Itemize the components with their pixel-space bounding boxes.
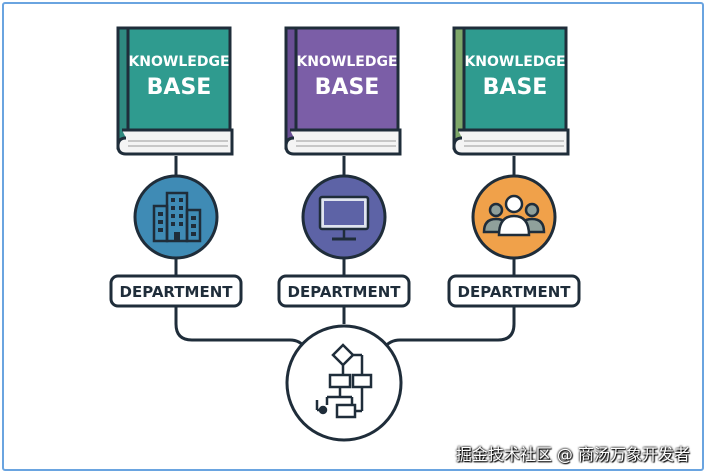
book-title-line1: KNOWLEDGE — [464, 54, 565, 70]
book-title-line1: KNOWLEDGE — [296, 54, 397, 70]
watermark-text: 掘金技术社区 @ 商汤万象开发者 — [455, 445, 690, 464]
book-title-line2: BASE — [483, 75, 548, 100]
knowledge-base-book-3: KNOWLEDGE BASE — [452, 26, 570, 156]
book-pages-2 — [284, 128, 402, 156]
connector-dept3-hub — [382, 306, 516, 349]
office-building-icon — [152, 191, 202, 243]
book-pages-1 — [116, 128, 234, 156]
book-pages-3 — [452, 128, 570, 156]
department-label-text: DEPARTMENT — [120, 283, 234, 301]
people-group-icon — [482, 194, 546, 237]
flowchart-icon — [315, 343, 373, 419]
book-title-line1: KNOWLEDGE — [128, 54, 229, 70]
department-circle-2 — [301, 174, 387, 260]
book-title-line2: BASE — [147, 75, 212, 100]
central-hub — [285, 324, 403, 442]
book-title-line2: BASE — [315, 75, 380, 100]
department-circle-1 — [133, 174, 219, 260]
department-label-3: DEPARTMENT — [447, 274, 581, 308]
department-label-text: DEPARTMENT — [288, 283, 402, 301]
computer-monitor-icon — [318, 195, 370, 241]
department-label-2: DEPARTMENT — [277, 274, 411, 308]
knowledge-base-book-2: KNOWLEDGE BASE — [284, 26, 402, 156]
department-label-text: DEPARTMENT — [458, 283, 572, 301]
department-label-1: DEPARTMENT — [109, 274, 243, 308]
connector-dept1-hub — [174, 306, 307, 349]
department-circle-3 — [471, 174, 557, 260]
knowledge-base-book-1: KNOWLEDGE BASE — [116, 26, 234, 156]
